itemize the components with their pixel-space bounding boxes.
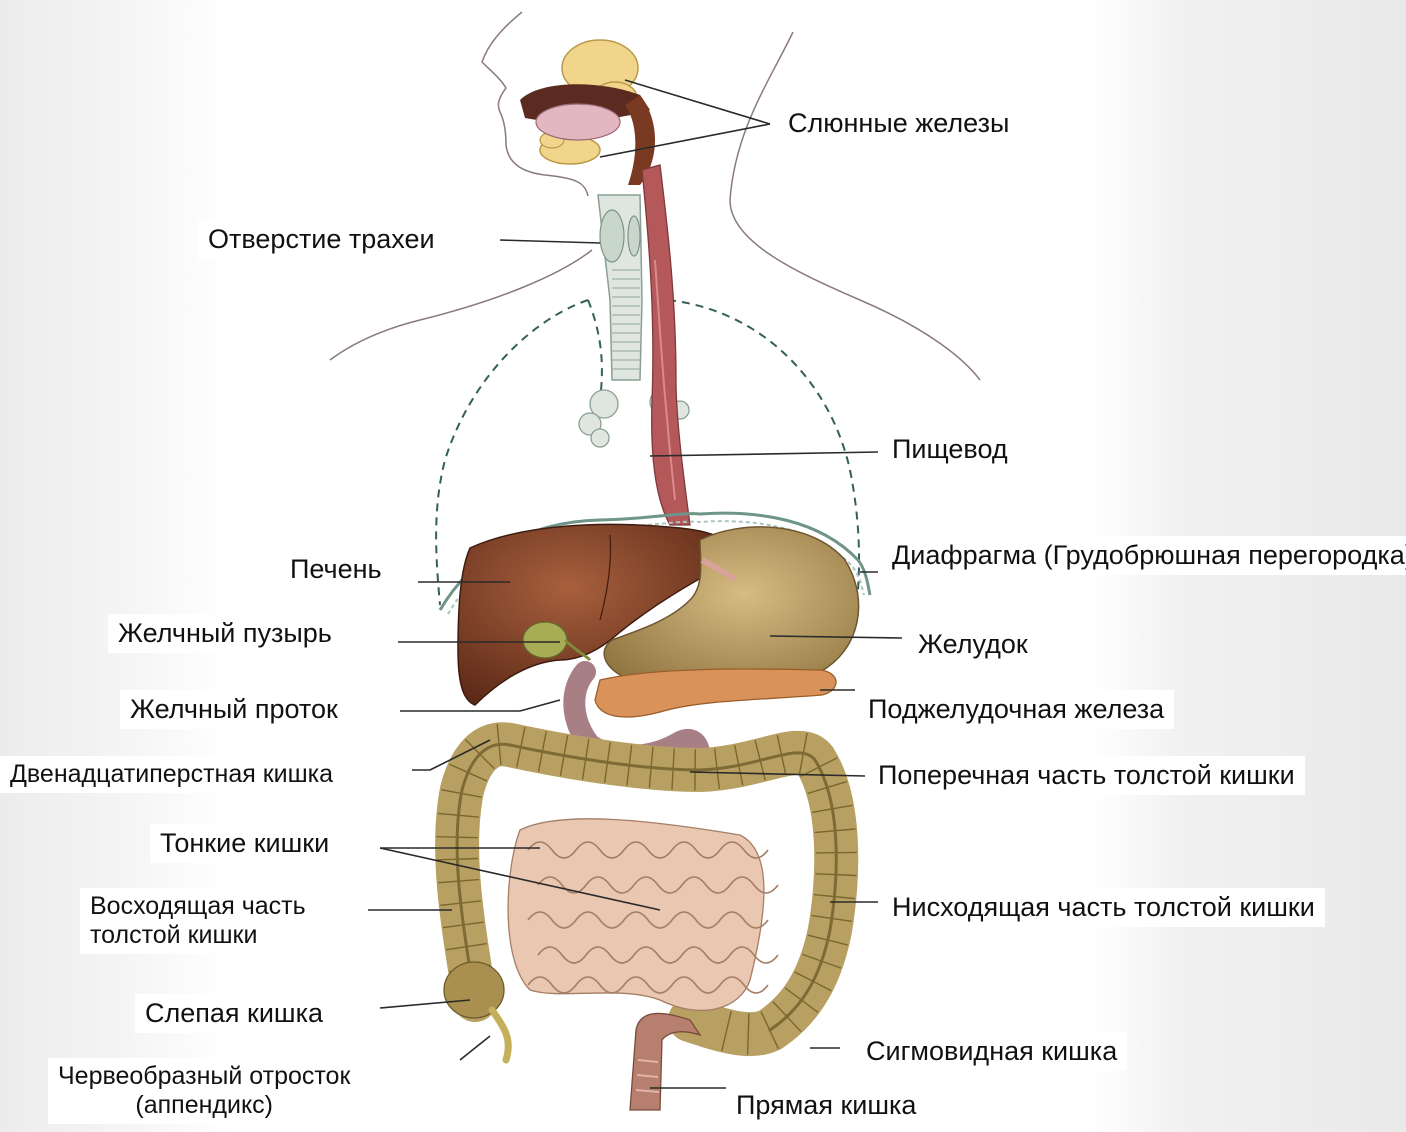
label-salivary-glands: Слюнные железы bbox=[778, 104, 1019, 143]
label-appendix: Червеобразный отросток (аппендикс) bbox=[48, 1058, 360, 1124]
appendix-shape bbox=[492, 1010, 508, 1060]
label-appendix-line1: Червеобразный отросток bbox=[58, 1062, 350, 1091]
neck-back bbox=[730, 32, 980, 380]
left-lung-inner bbox=[588, 300, 602, 400]
label-liver: Печень bbox=[280, 550, 392, 589]
label-descending-colon: Нисходящая часть толстой кишки bbox=[882, 888, 1325, 927]
rectum-shape bbox=[630, 1013, 700, 1110]
leader-line bbox=[460, 1036, 490, 1060]
label-stomach: Желудок bbox=[908, 625, 1038, 664]
label-small-intestine: Тонкие кишки bbox=[150, 824, 339, 863]
label-appendix-line2: (аппендикс) bbox=[58, 1091, 350, 1120]
label-diaphragm-title: Диафрагма bbox=[892, 540, 1036, 570]
leader-line bbox=[600, 124, 770, 157]
label-trachea-opening: Отверстие трахеи bbox=[198, 220, 445, 259]
label-cecum: Слепая кишка bbox=[135, 994, 333, 1033]
label-diaphragm: Диафрагма (Грудобрюшная перегородка) bbox=[882, 536, 1406, 575]
neck-front-shoulder bbox=[330, 250, 592, 360]
pancreas bbox=[595, 669, 836, 717]
label-bile-duct: Желчный проток bbox=[120, 690, 348, 729]
esophagus bbox=[642, 165, 690, 525]
label-duodenum: Двенадцатиперстная кишка bbox=[0, 756, 343, 793]
label-sigmoid-colon: Сигмовидная кишка bbox=[856, 1032, 1127, 1071]
label-gallbladder: Желчный пузырь bbox=[108, 614, 342, 653]
label-rectum: Прямая кишка bbox=[726, 1086, 926, 1125]
label-ascending-colon-line2: толстой кишки bbox=[90, 921, 306, 950]
label-ascending-colon-line1: Восходящая часть bbox=[90, 892, 306, 921]
leader-line bbox=[650, 452, 878, 456]
label-transverse-colon: Поперечная часть толстой кишки bbox=[868, 756, 1305, 795]
leader-line bbox=[520, 700, 560, 711]
leader-line bbox=[500, 240, 600, 243]
label-diaphragm-note: (Грудобрюшная перегородка) bbox=[1044, 540, 1406, 570]
label-ascending-colon: Восходящая часть толстой кишки bbox=[80, 888, 316, 954]
small-intestine bbox=[508, 819, 778, 1011]
label-esophagus: Пищевод bbox=[882, 430, 1018, 469]
label-pancreas: Поджелудочная железа bbox=[858, 690, 1174, 729]
mouth bbox=[520, 84, 655, 185]
